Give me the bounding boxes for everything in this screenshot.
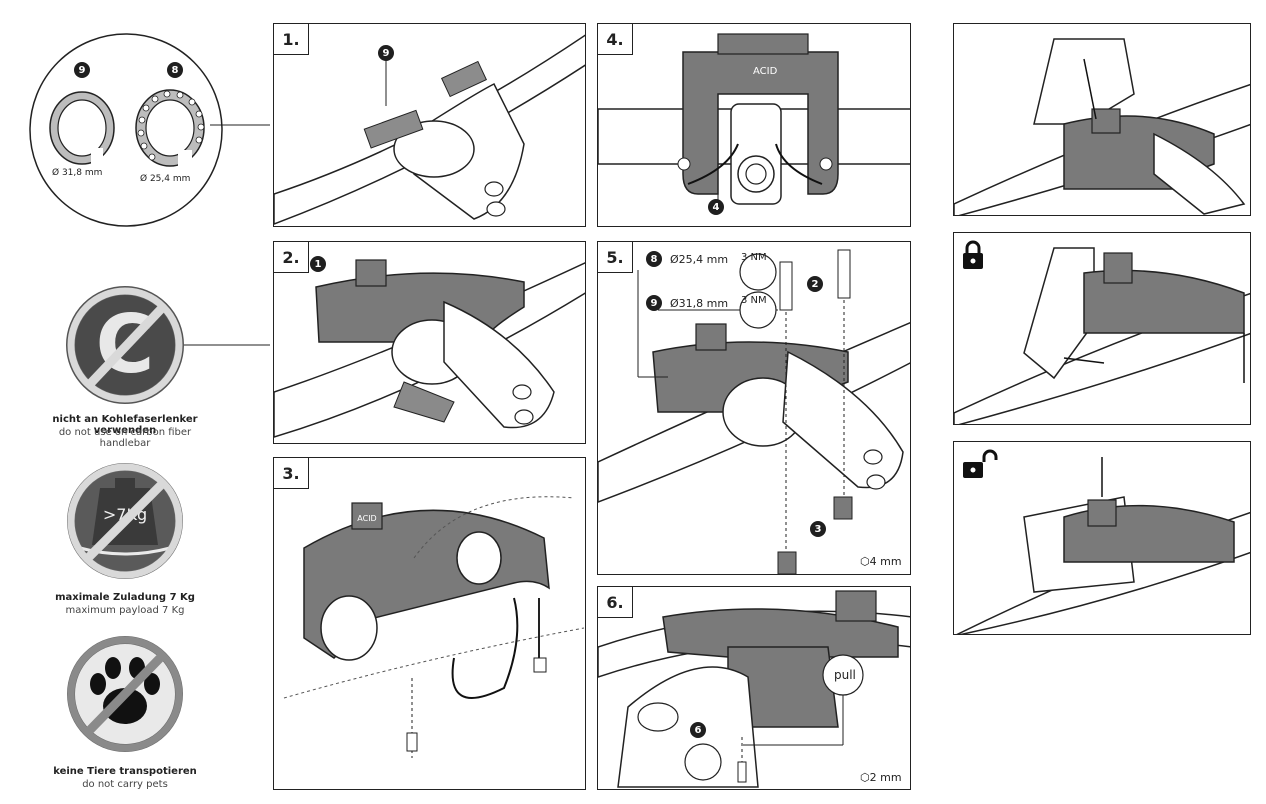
- ring-25-4-label: Ø 25,4 mm: [140, 174, 191, 184]
- step-4-number: 4.: [598, 24, 633, 55]
- unlocked-panel: [953, 441, 1251, 635]
- step-6-number: 6.: [598, 587, 633, 618]
- step-5-callout-2: 2: [807, 276, 823, 292]
- step-2-panel: 2. 1: [273, 241, 586, 444]
- locked-drawing: [954, 247, 1250, 424]
- warning-payload-en: maximum payload 7 Kg: [65, 605, 185, 616]
- step-3-number: 3.: [274, 458, 309, 489]
- step-5-torque-2: 3 NM: [741, 295, 767, 306]
- step-1-callout-9: 9: [378, 45, 394, 61]
- step-5-panel: 5. 8 Ø25,4 mm 9 Ø31,8 mm 3 NM 3 NM 2 3 ⬡…: [597, 241, 911, 575]
- svg-text:C: C: [96, 298, 155, 391]
- step-5-drawing: [598, 249, 910, 574]
- no-carbon-icon: C: [66, 286, 184, 404]
- no-overweight-icon: >7Kg: [67, 463, 183, 579]
- step-5-callout-3: 3: [810, 521, 826, 537]
- step-4-brand: ACID: [753, 66, 778, 77]
- callout-8: 8: [167, 62, 183, 78]
- step-5-diameter-25: Ø25,4 mm: [670, 253, 729, 266]
- step-2-callout-1: 1: [310, 256, 326, 272]
- weight-label: >7Kg: [103, 505, 147, 524]
- no-pets-icon: [67, 636, 183, 752]
- warning-carbon-en: do not use on carbon fiber handlebar: [58, 427, 192, 449]
- lock-open-icon: [963, 449, 998, 478]
- step-5-tool-size: ⬡4 mm: [860, 555, 902, 568]
- step-4-panel: 4. ACID 4: [597, 23, 911, 227]
- step-2-drawing: [274, 259, 585, 438]
- step-4-drawing: ACID: [598, 33, 910, 205]
- warning-pets-de: keine Tiere transpotieren: [53, 766, 197, 777]
- step-6-callout-6: 6: [690, 722, 706, 738]
- step-6-pull-label: pull: [834, 668, 856, 682]
- lock-closed-icon: [963, 240, 983, 269]
- step-5-diameter-31: Ø31,8 mm: [670, 297, 729, 310]
- warning-carbon-de: nicht an Kohlefaserlenker verwenden: [52, 414, 198, 436]
- ring-31-8-label: Ø 31,8 mm: [52, 168, 103, 178]
- warning-pets-en: do not carry pets: [82, 779, 168, 790]
- mount-drawing: [954, 38, 1250, 215]
- step-3-panel: 3. ACID: [273, 457, 586, 790]
- unlocked-drawing: [956, 457, 1250, 634]
- step-5-callout-9: 9: [646, 295, 662, 311]
- step-5-callout-8: 8: [646, 251, 662, 267]
- ring-31-8: [49, 91, 115, 168]
- step-6-drawing: [598, 590, 910, 788]
- locked-panel: [953, 232, 1251, 425]
- step-1-number: 1.: [274, 24, 309, 55]
- step-6-panel: 6. pull 6 ⬡2 mm: [597, 586, 911, 790]
- step-2-number: 2.: [274, 242, 309, 273]
- step-1-panel: 1. 9: [273, 23, 586, 227]
- step-1-drawing: [274, 34, 585, 225]
- warning-payload-de: maximale Zuladung 7 Kg: [55, 592, 195, 603]
- step-6-tool-size: ⬡2 mm: [860, 771, 902, 784]
- mount-panel: [953, 23, 1251, 216]
- step-3-drawing: ACID: [283, 496, 585, 758]
- callout-9: 9: [74, 62, 90, 78]
- step-3-brand: ACID: [357, 514, 376, 523]
- step-5-torque-1: 3 NM: [741, 252, 767, 263]
- ring-25-4: [135, 89, 205, 170]
- rings-detail: [29, 33, 270, 227]
- step-4-callout-4: 4: [708, 199, 724, 215]
- rings-circle: [29, 33, 223, 227]
- step-5-number: 5.: [598, 242, 633, 273]
